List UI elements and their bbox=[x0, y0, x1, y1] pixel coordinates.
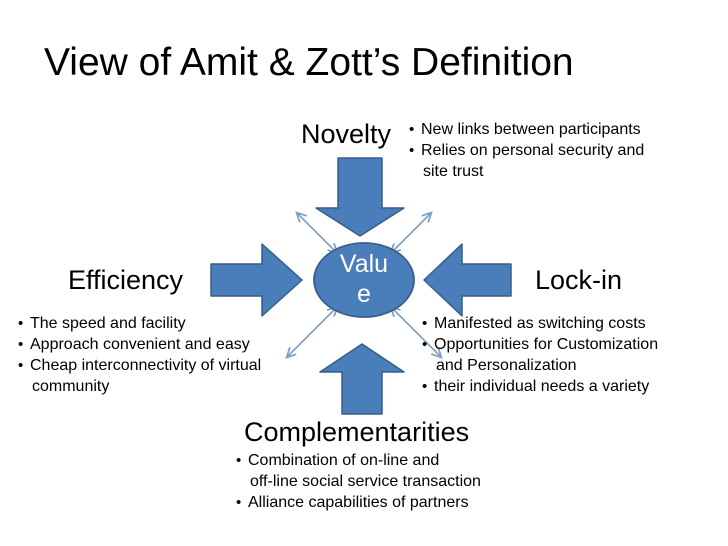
diagonal-arrow-top-left bbox=[297, 213, 336, 252]
list-item: Opportunities for Customization bbox=[422, 334, 722, 355]
list-item: Combination of on-line and bbox=[236, 450, 556, 471]
arrow-top-down bbox=[315, 157, 405, 237]
bullets-lockin: Manifested as switching costs Opportunit… bbox=[422, 313, 722, 397]
list-item: and Personalization bbox=[436, 357, 577, 374]
list-item: Relies on personal security and bbox=[409, 140, 709, 161]
list-item: site trust bbox=[423, 163, 484, 180]
arrow-left-right bbox=[210, 243, 303, 317]
list-item: their individual needs a variety bbox=[422, 376, 722, 397]
bullets-novelty: New links between participants Relies on… bbox=[409, 119, 709, 182]
list-item: community bbox=[32, 378, 110, 395]
list-item: Approach convenient and easy bbox=[18, 334, 318, 355]
bullets-complementarities: Combination of on-line and off-line soci… bbox=[236, 450, 556, 513]
heading-complementarities: Complementarities bbox=[244, 417, 470, 447]
value-ellipse bbox=[313, 242, 415, 318]
list-item: The speed and facility bbox=[18, 313, 318, 334]
list-item: Alliance capabilities of partners bbox=[236, 492, 556, 513]
list-item: Cheap interconnectivity of virtual bbox=[18, 355, 318, 376]
arrow-right-left bbox=[423, 243, 512, 317]
heading-lockin: Lock-in bbox=[535, 265, 623, 295]
list-item: New links between participants bbox=[409, 119, 709, 140]
arrow-bottom-up bbox=[319, 343, 405, 415]
diagonal-arrow-top-right bbox=[392, 213, 431, 252]
page-title: View of Amit & Zott’s Definition bbox=[44, 41, 574, 84]
heading-efficiency: Efficiency bbox=[68, 265, 184, 295]
bullets-efficiency: The speed and facility Approach convenie… bbox=[18, 313, 318, 397]
heading-novelty: Novelty bbox=[301, 119, 392, 149]
list-item: Manifested as switching costs bbox=[422, 313, 722, 334]
list-item: off-line social service transaction bbox=[250, 473, 481, 490]
